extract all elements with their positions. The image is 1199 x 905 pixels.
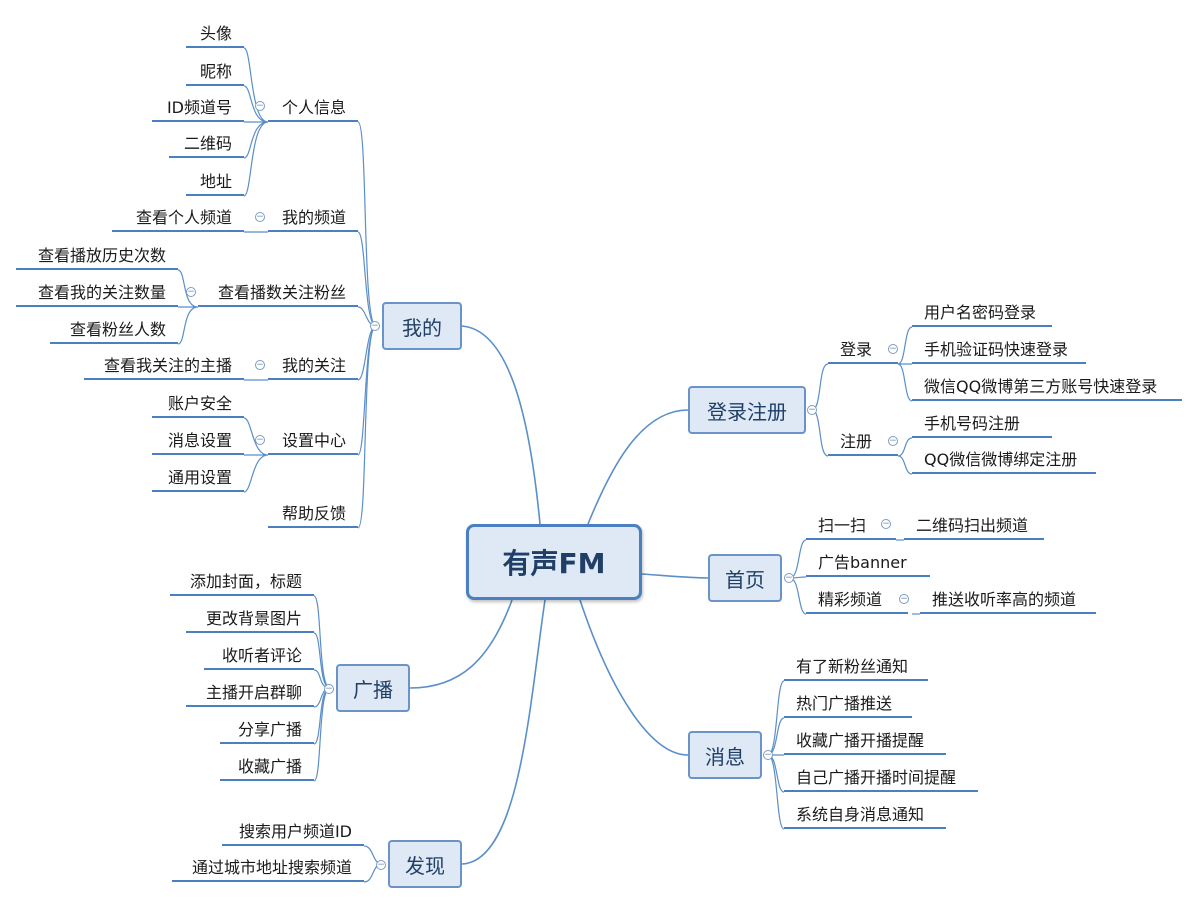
connector-mine-feedback [357, 325, 377, 529]
connector-messages-items [767, 680, 785, 830]
settings-item[interactable]: 通用设置 [152, 467, 244, 492]
topic-discover[interactable]: 发现 [388, 840, 462, 888]
channel-item[interactable]: 查看个人频道 [112, 207, 244, 232]
connector-profile-items [243, 47, 269, 197]
discover-item[interactable]: 通过城市地址搜索频道 [172, 857, 364, 882]
message-item[interactable]: 自己广播开播时间提醒 [784, 767, 978, 792]
collapse-toggle-profile[interactable] [255, 101, 265, 111]
connector-stats-items [177, 269, 199, 345]
message-item[interactable]: 有了新粉丝通知 [784, 656, 928, 681]
connector-broadcast-items [313, 595, 331, 782]
subtopic-feedback[interactable]: 帮助反馈 [268, 503, 358, 528]
stats-item[interactable]: 查看粉丝人数 [50, 319, 178, 344]
subtopic-settings[interactable]: 设置中心 [268, 430, 358, 455]
stats-item[interactable]: 查看我的关注数量 [16, 282, 178, 307]
connector-central-broadcast [409, 599, 513, 689]
scan-item[interactable]: 二维码扫出频道 [904, 515, 1044, 540]
collapse-toggle-login[interactable] [807, 405, 817, 415]
signup-item[interactable]: 手机号码注册 [912, 413, 1052, 438]
signin-item[interactable]: 用户名密码登录 [912, 302, 1052, 327]
connector-login-signin [811, 363, 829, 411]
collapse-toggle-home[interactable] [784, 573, 794, 583]
follow-item[interactable]: 查看我关注的主播 [84, 355, 244, 380]
collapse-toggle-signin[interactable] [888, 344, 898, 354]
collapse-toggle-my-follow[interactable] [255, 360, 265, 370]
message-item[interactable]: 热门广播推送 [784, 693, 912, 718]
collapse-toggle-discover[interactable] [376, 860, 386, 870]
central-topic[interactable]: 有声FM [466, 524, 642, 600]
connector-signup-items [897, 437, 913, 475]
topic-home[interactable]: 首页 [708, 554, 782, 602]
connector-mine-profile [357, 121, 377, 327]
subtopic-profile[interactable]: 个人信息 [268, 97, 358, 122]
profile-item[interactable]: 头像 [186, 23, 244, 48]
collapse-toggle-signup[interactable] [888, 436, 898, 446]
featured-item[interactable]: 推送收听率高的频道 [920, 589, 1096, 614]
signin-item[interactable]: 手机验证码快速登录 [912, 339, 1086, 364]
message-item[interactable]: 系统自身消息通知 [784, 804, 946, 829]
message-item[interactable]: 收藏广播开播提醒 [784, 730, 946, 755]
broadcast-item[interactable]: 分享广播 [220, 719, 314, 744]
subtopic-signin[interactable]: 登录 [828, 339, 898, 364]
collapse-toggle-play-stats[interactable] [186, 287, 196, 297]
connector-login-signup [811, 409, 829, 457]
profile-item[interactable]: ID频道号 [152, 97, 244, 122]
subtopic-my-channel[interactable]: 我的频道 [268, 207, 358, 232]
subtopic-signup[interactable]: 注册 [828, 431, 898, 456]
subtopic-play-stats[interactable]: 查看播数关注粉丝 [198, 282, 358, 307]
settings-item[interactable]: 账户安全 [152, 393, 244, 418]
connector-signin-items [897, 326, 913, 402]
topic-broadcast[interactable]: 广播 [336, 664, 410, 712]
broadcast-item[interactable]: 收藏广播 [220, 756, 314, 781]
signup-item[interactable]: QQ微信微博绑定注册 [912, 449, 1096, 474]
profile-item[interactable]: 二维码 [169, 133, 244, 158]
connector-mine-channel [357, 231, 377, 327]
subtopic-banner[interactable]: 广告banner [806, 552, 930, 577]
topic-messages[interactable]: 消息 [688, 731, 762, 779]
collapse-toggle-broadcast[interactable] [324, 684, 334, 694]
signin-item[interactable]: 微信QQ微博第三方账号快速登录 [912, 376, 1182, 401]
connector-central-messages [579, 599, 689, 756]
collapse-toggle-messages[interactable] [763, 750, 773, 760]
connector-central-mine [461, 325, 541, 525]
profile-item[interactable]: 昵称 [186, 61, 244, 86]
broadcast-item[interactable]: 添加封面，标题 [170, 571, 314, 596]
collapse-toggle-mine[interactable] [370, 321, 380, 331]
collapse-toggle-settings[interactable] [255, 435, 265, 445]
subtopic-my-follow[interactable]: 我的关注 [268, 355, 358, 380]
stats-item[interactable]: 查看播放历史次数 [16, 245, 178, 270]
collapse-toggle-featured[interactable] [899, 594, 909, 604]
connector-central-login [587, 409, 689, 525]
broadcast-item[interactable]: 更改背景图片 [186, 608, 314, 633]
subtopic-featured[interactable]: 精彩频道 [806, 589, 908, 614]
subtopic-scan[interactable]: 扫一扫 [806, 515, 896, 540]
connector-settings-items [243, 417, 269, 493]
discover-item[interactable]: 搜索用户频道ID [222, 821, 364, 846]
collapse-toggle-scan[interactable] [881, 519, 891, 529]
topic-login[interactable]: 登录注册 [688, 386, 806, 434]
connector-central-discover [461, 599, 546, 865]
settings-item[interactable]: 消息设置 [152, 430, 244, 455]
profile-item[interactable]: 地址 [186, 171, 244, 196]
broadcast-item[interactable]: 收听者评论 [204, 645, 314, 670]
broadcast-item[interactable]: 主播开启群聊 [186, 682, 314, 707]
collapse-toggle-my-channel[interactable] [255, 212, 265, 222]
connector-central-home [641, 573, 709, 579]
topic-mine[interactable]: 我的 [382, 302, 462, 350]
connector-home-featured [789, 577, 807, 615]
